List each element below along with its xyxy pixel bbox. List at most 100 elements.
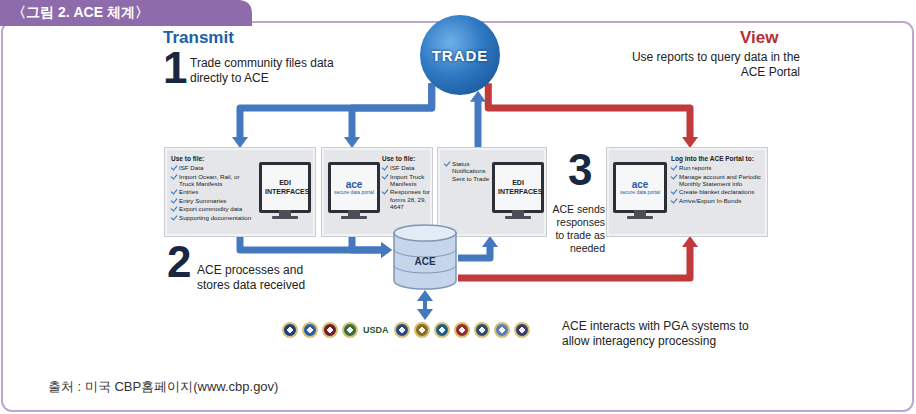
checklist-item: ISF Data bbox=[382, 164, 430, 171]
portal-subtitle: secure data portal bbox=[620, 190, 660, 196]
panel-list: Log into the ACE Portal to:Run reportsMa… bbox=[671, 155, 765, 205]
flow-arrow bbox=[488, 83, 698, 148]
filing-panel: Use to file:ISF DataImport Ocean, Rail, … bbox=[165, 148, 315, 236]
agency-seal bbox=[454, 322, 470, 338]
flow-arrow bbox=[240, 236, 392, 258]
checklist-item: Supporting documentation bbox=[171, 214, 255, 221]
flow-line bbox=[458, 246, 490, 258]
filing-panel: Use to file:ISF DataImport Truck Manifes… bbox=[322, 148, 432, 236]
agency-seal-row: USDA bbox=[282, 320, 552, 340]
arrow-head bbox=[682, 137, 698, 148]
step-number: 1 bbox=[163, 46, 187, 90]
step-description: Use reports to query data in the ACE Por… bbox=[630, 50, 800, 80]
agency-seal bbox=[322, 322, 338, 338]
flow-line bbox=[488, 83, 690, 138]
checklist-item: Manage account and Periodic Monthly Stat… bbox=[671, 173, 765, 188]
title-tab bbox=[0, 0, 252, 26]
agency-seal bbox=[514, 322, 530, 338]
edi-monitor: EDI INTERFACES bbox=[259, 162, 311, 213]
portal-logo: ace bbox=[632, 180, 649, 190]
step-number: 2 bbox=[167, 240, 191, 284]
monitor-base bbox=[505, 216, 531, 219]
agency-seal bbox=[414, 322, 430, 338]
arrow-head bbox=[482, 236, 498, 247]
section-heading: View bbox=[740, 28, 778, 48]
checklist-item: Export commodity data bbox=[171, 205, 255, 212]
agency-name: USDA bbox=[362, 325, 390, 335]
checklist-item: Status Notifications Sent to Trade bbox=[444, 160, 490, 182]
ace-database: ACE bbox=[392, 224, 458, 290]
flow-line bbox=[240, 236, 382, 250]
checklist-item: Import Ocean, Rail, or Truck Manifests bbox=[171, 173, 255, 188]
check-mark bbox=[382, 164, 389, 171]
flow-line bbox=[240, 83, 432, 138]
agency-seal bbox=[394, 322, 410, 338]
agency-seal bbox=[474, 322, 490, 338]
agency-seal bbox=[282, 322, 298, 338]
panel-list: Use to file:ISF DataImport Ocean, Rail, … bbox=[171, 155, 255, 222]
edi-monitor: EDI INTERFACES bbox=[492, 162, 544, 213]
flow-line bbox=[352, 236, 382, 250]
checklist-item: ISF Data bbox=[171, 164, 255, 171]
panel-list: Status Notifications Sent to Trade bbox=[444, 160, 490, 183]
trade-globe: TRADE bbox=[420, 15, 500, 95]
source-caption: 출처 : 미국 CBP홈페이지(www.cbp.gov) bbox=[48, 378, 278, 396]
flow-line bbox=[475, 101, 482, 148]
portal-logo: ace bbox=[346, 180, 363, 190]
screen-label: EDI INTERFACES bbox=[498, 179, 538, 195]
flow-line bbox=[352, 83, 432, 138]
check-mark bbox=[382, 172, 389, 179]
portal-subtitle: secure data portal bbox=[334, 190, 374, 196]
check-mark bbox=[671, 164, 678, 171]
arrow-head bbox=[417, 290, 433, 301]
agency-seal bbox=[434, 322, 450, 338]
flow-arrow bbox=[232, 83, 432, 148]
arrow-head bbox=[381, 242, 392, 258]
agency-seal bbox=[494, 322, 510, 338]
step-description: Trade community files data directly to A… bbox=[190, 56, 345, 86]
checklist-item: Entries bbox=[171, 188, 255, 195]
flow-line bbox=[423, 300, 427, 310]
arrow-head bbox=[232, 137, 248, 148]
arrow-head bbox=[417, 309, 433, 320]
flow-arrow bbox=[458, 236, 498, 258]
portal-monitor: acesecure data portal bbox=[328, 162, 380, 213]
portal-monitor: acesecure data portal bbox=[613, 162, 667, 213]
panel-heading: Use to file: bbox=[382, 155, 430, 163]
checklist-item: Run reports bbox=[671, 164, 765, 171]
checklist-item: Arrive/Export In-Bonds bbox=[671, 197, 765, 204]
figure-title: 〈그림 2. ACE 체계〉 bbox=[12, 4, 149, 22]
checklist-item: Import Truck Manifests bbox=[382, 173, 430, 188]
step-description: ACE sends responses to trade as needed bbox=[547, 203, 605, 255]
check-mark bbox=[171, 196, 178, 203]
monitor-base bbox=[341, 216, 367, 219]
globe-label: TRADE bbox=[432, 47, 489, 64]
check-mark bbox=[671, 196, 678, 203]
arrow-head bbox=[344, 137, 360, 148]
flow-arrow bbox=[344, 83, 432, 148]
flow-arrow bbox=[470, 91, 486, 148]
step-description: ACE processes and stores data received bbox=[197, 263, 332, 293]
flow-arrow bbox=[352, 236, 392, 258]
check-mark bbox=[171, 164, 178, 171]
notification-panel: Status Notifications Sent to TradeEDI IN… bbox=[438, 148, 546, 236]
section-heading: Transmit bbox=[163, 28, 234, 48]
arrow-head bbox=[381, 242, 392, 258]
check-mark bbox=[171, 188, 178, 195]
agency-seal bbox=[342, 322, 358, 338]
monitor-base bbox=[627, 216, 653, 219]
panel-list: Use to file:ISF DataImport Truck Manifes… bbox=[382, 155, 430, 212]
note-text: ACE interacts with PGA systems to allow … bbox=[562, 319, 777, 349]
checklist-item: Responses for forms 28, 29, 4647 bbox=[382, 188, 430, 210]
check-mark bbox=[671, 188, 678, 195]
check-mark bbox=[171, 205, 178, 212]
checklist-item: Entry Summaries bbox=[171, 197, 255, 204]
check-mark bbox=[444, 159, 451, 166]
checklist-item: Create blanket declarations bbox=[671, 188, 765, 195]
check-mark bbox=[171, 172, 178, 179]
screen-label: EDI INTERFACES bbox=[265, 179, 305, 195]
step-number: 3 bbox=[568, 148, 592, 192]
arrow-head bbox=[682, 236, 698, 247]
panel-heading: Use to file: bbox=[171, 155, 255, 163]
